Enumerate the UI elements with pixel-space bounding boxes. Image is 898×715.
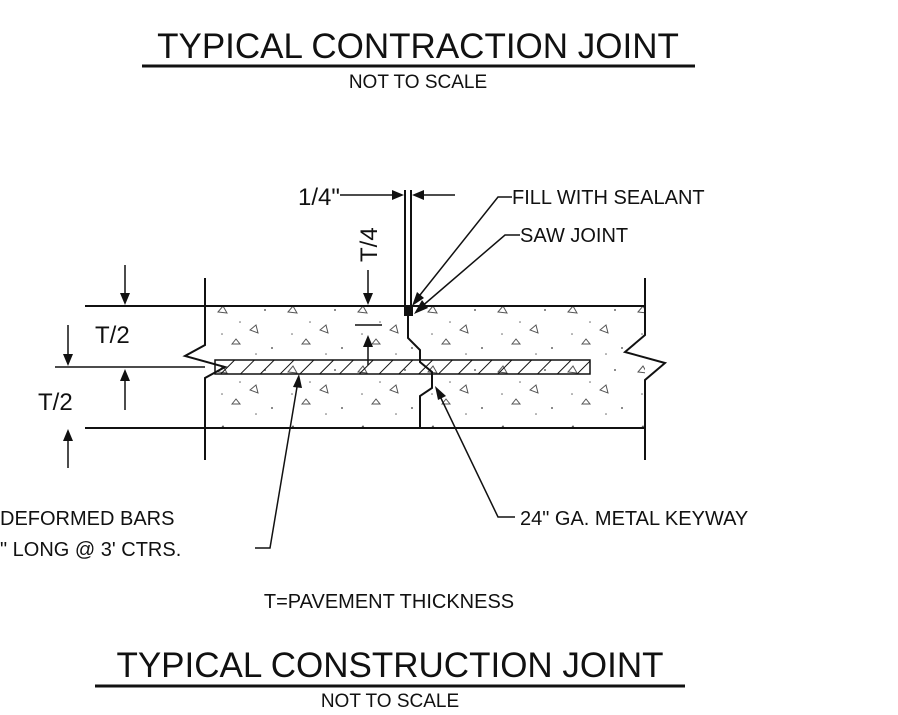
saw-depth-upper-arrow (363, 293, 373, 305)
saw-depth-dimension: T/4 (356, 227, 383, 262)
sealant-callout: FILL WITH SEALANT (512, 187, 705, 209)
bottom-title: TYPICAL CONSTRUCTION JOINT (116, 646, 663, 685)
top-title: TYPICAL CONTRACTION JOINT (157, 27, 679, 66)
deformed-bar (214, 359, 591, 375)
right-break-line (622, 278, 668, 460)
bars-callout-line2: " LONG @ 3' CTRS. (0, 539, 181, 561)
saw-depth-lower-arrow (363, 335, 373, 347)
lower-half-dimension: T/2 (38, 389, 73, 416)
saw-joint-callout: SAW JOINT (520, 225, 628, 247)
metal-keyway (407, 306, 433, 428)
sealant-fill (404, 306, 413, 316)
top-subtitle: NOT TO SCALE (349, 72, 487, 93)
bottom-subtitle: NOT TO SCALE (321, 691, 459, 712)
joint-width-left-arrow (392, 190, 404, 200)
bars-arrow (293, 374, 302, 388)
joint-width-dimension: 1/4" (298, 184, 340, 211)
saw-joint-leader (419, 234, 520, 309)
keyway-leader (437, 391, 515, 518)
bars-leader (255, 380, 299, 549)
keyway-arrow (435, 386, 446, 400)
joint-width-right-arrow (412, 190, 424, 200)
thickness-note: T=PAVEMENT THICKNESS (264, 591, 514, 613)
lower-half-arrow-top (120, 369, 130, 381)
lower-half-arrow-bottom (63, 429, 73, 441)
left-break-line (182, 278, 228, 460)
upper-half-dimension: T/2 (95, 322, 130, 349)
sealant-leader (415, 196, 512, 301)
upper-half-arrow-bottom (63, 354, 73, 366)
bars-callout-line1: DEFORMED BARS (0, 508, 174, 530)
upper-half-arrow-top (120, 293, 130, 305)
sealant-arrow (412, 292, 424, 306)
saw-joint-arrow (414, 300, 428, 314)
keyway-callout: 24" GA. METAL KEYWAY (520, 508, 748, 530)
